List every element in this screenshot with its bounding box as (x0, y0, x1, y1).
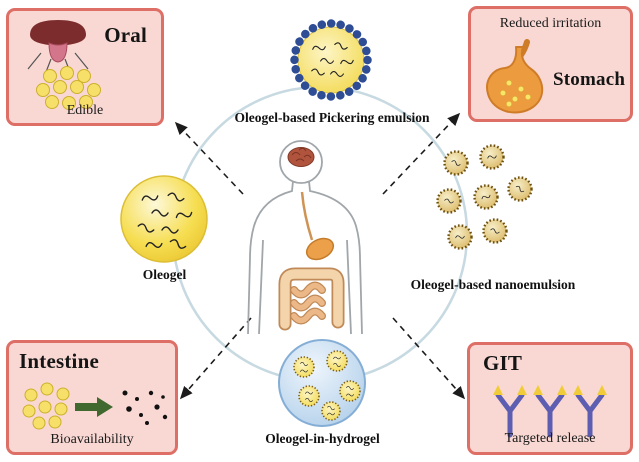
arrow-to-intestine-icon (179, 317, 252, 400)
nanoemulsion-label: Oleogel-based nanoemulsion (410, 277, 576, 292)
intestine-caption: Bioavailability (50, 432, 134, 447)
oleogel-label: Oleogel (142, 267, 187, 282)
pickering-emulsion-label: Oleogel-based Pickering emulsion (234, 110, 430, 125)
stomach-organ-icon (305, 237, 335, 261)
git-title: GIT (483, 351, 523, 375)
pickering-emulsion-illustration (290, 19, 372, 101)
nanoemulsion-illustration (436, 144, 533, 250)
dashed-arrows (174, 112, 466, 400)
stomach-title: Stomach (553, 69, 626, 90)
oleogel-illustration (120, 175, 208, 263)
green-arrow-icon (75, 397, 113, 417)
cycle-circle (171, 85, 469, 383)
arrow-to-oral-icon (174, 121, 244, 195)
human-figure (247, 140, 363, 335)
brain-icon (287, 147, 315, 167)
oral-caption: Edible (66, 103, 104, 118)
intestine-title: Intestine (19, 349, 99, 373)
git-caption: Targeted release (504, 431, 596, 446)
arrow-to-git-icon (392, 317, 466, 400)
stomach-box: Reduced irritation Stomach (468, 6, 633, 122)
arrow-to-stomach-icon (382, 112, 461, 195)
mouth-icon (27, 20, 89, 73)
oil-droplets-icon (36, 66, 101, 110)
bioavailability-icon (22, 382, 168, 430)
intestine-box: Intestine Bioavailability (6, 340, 178, 455)
esophagus-icon (300, 191, 314, 241)
hydrogel-label: Oleogel-in-hydrogel (265, 431, 380, 446)
hydrogel-illustration (278, 339, 366, 427)
stomach-icon (486, 39, 544, 114)
oral-title: Oral (104, 23, 147, 47)
intestine-organ-icon (278, 267, 345, 331)
oral-box: Oral Edible (6, 8, 164, 126)
stomach-caption: Reduced irritation (499, 16, 602, 31)
git-box: GIT Targeted release (467, 342, 633, 455)
antibody-icons (493, 385, 607, 438)
